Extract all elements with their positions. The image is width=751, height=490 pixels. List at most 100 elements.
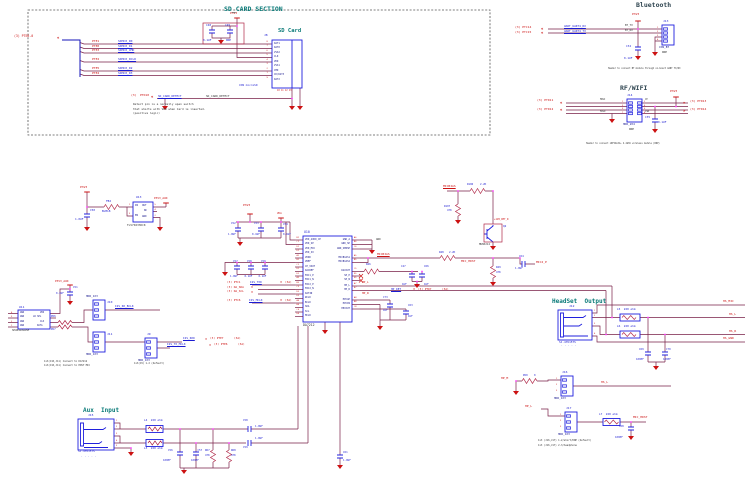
- reg-p3v3: P3V3: [80, 185, 88, 189]
- rf-pin-num: 6: [644, 108, 646, 110]
- l5-label: L5 220 ohm: [617, 307, 636, 311]
- junction-dot: [611, 316, 613, 319]
- sd-c49-val: DNP: [226, 37, 232, 42]
- header-j16-body: [560, 375, 574, 397]
- sd-bus-label: (3) PTE6-0: [14, 34, 34, 38]
- codec-body: [302, 235, 353, 323]
- sd-row-net-5: SDHC0_D2: [118, 66, 133, 70]
- gnd-symbol: [490, 246, 496, 250]
- offpage-chevron: »: [205, 336, 208, 341]
- sd-det-pin: PTD10: [140, 93, 150, 97]
- codec-i2s-txd-net: I2S_TXD: [250, 279, 262, 284]
- codec-left-pin-num: A2: [296, 254, 299, 257]
- junction-dot: [605, 333, 607, 336]
- codec-mclk-net: I2S_MCLK: [249, 297, 263, 302]
- reg-pin-num: 4: [154, 209, 156, 211]
- hpdet-src: (3) PTD7: [418, 286, 432, 291]
- codec-left-pin-name: VDD_MIC: [305, 246, 316, 250]
- sd-conn-pin-num: 3: [266, 63, 268, 66]
- codec-left-pin-num: C3: [296, 286, 299, 289]
- rf-src-l1: (3) PTD11: [537, 97, 554, 102]
- sd-bus: [62, 39, 81, 77]
- j16-ref: J16: [562, 370, 568, 374]
- codec-c52-ref: C52: [231, 222, 236, 225]
- sd-row-pin-2: PTE0: [92, 43, 100, 48]
- codec-right-pin-num: C8: [354, 305, 357, 308]
- rf-c35-val: 0.1UF: [658, 120, 667, 124]
- gnd-symbol: [67, 301, 73, 305]
- j11-type: HDR_1X3: [86, 351, 98, 356]
- header-j11-body: [92, 331, 106, 353]
- mic-c51-ref: C51: [73, 286, 78, 289]
- c59-val: 1.0UF: [255, 437, 263, 440]
- ground-symbols-layer: [67, 40, 659, 474]
- reg-part: TLV70233DCK: [127, 222, 146, 227]
- junction-dot: [457, 190, 459, 192]
- codec-michdst-net: MIC_HDST: [461, 258, 476, 263]
- header-pin-square: [628, 104, 633, 109]
- l3-label: L3 220 ohm: [144, 446, 163, 450]
- c58-ref: C58: [243, 419, 248, 422]
- header-pin-square: [663, 39, 668, 43]
- junction-dot: [515, 380, 517, 382]
- rf-note: Header to connect nRF24L01+ 2.4GHz wirel…: [586, 142, 660, 145]
- junction-dot: [249, 221, 251, 223]
- power-flags-layer: [67, 17, 679, 286]
- wires-layer: [8, 18, 745, 470]
- codec-right-pin-num: B6: [354, 241, 357, 244]
- r106-val: 2.2K: [480, 183, 487, 186]
- offpage-chevron: «: [57, 35, 60, 40]
- bt-net-rx: UART_UART4_RX: [564, 24, 586, 28]
- i2s-rxd-src: (3) PTE7: [210, 336, 224, 340]
- mic-part: SPU0410LR5H: [12, 329, 30, 332]
- codec-r49-ref: R49: [496, 266, 501, 269]
- codec-c54-ref: C54: [283, 223, 288, 226]
- c47-ref: C47: [401, 264, 406, 268]
- c63-val: 1UF: [408, 314, 413, 318]
- mems-mic-body: [17, 309, 51, 330]
- aux-jack-part: SJ-43515TS: [78, 449, 95, 453]
- sd-c48-val: 0.1UF: [203, 37, 212, 42]
- sd-row-net-1: SDHC0_D0: [118, 39, 133, 43]
- hpdet-net: HP_DET: [391, 286, 402, 291]
- codec-right-pin-name: SP_P: [344, 273, 350, 277]
- dnp-cap-group-box: [202, 22, 245, 45]
- hs-jack-dots: . . . . .: [561, 343, 577, 347]
- r68-ref: R68: [231, 449, 236, 452]
- codec-left-pin-num: C4: [296, 308, 299, 311]
- hs-jack-part: SJ-43515TS: [559, 339, 576, 344]
- j17-pin-num: 3: [560, 426, 562, 428]
- offpage-chevron: »: [209, 342, 212, 347]
- header-j17-body: [564, 411, 578, 433]
- codec-mclk-sheet: (3A): [285, 297, 292, 302]
- codec-left-pin-num: A4: [296, 299, 299, 302]
- mic-stub-num: 1: [11, 325, 13, 327]
- junction-dot: [630, 421, 632, 423]
- bt-pin-num: 3: [657, 35, 659, 37]
- mic-stub-num: 3: [11, 316, 13, 318]
- bt-pin-num: 1: [657, 27, 659, 29]
- bt-c34-val: 0.1UF: [624, 56, 633, 60]
- codec-scl-src: (3) DA_SCL: [227, 289, 244, 293]
- sd-conn-pin-num: 7: [266, 45, 268, 48]
- i2s-rxd-sheet: (3A): [234, 336, 241, 340]
- hs-title: HeadSet Output: [552, 297, 607, 305]
- l4-label: L4 220 ohm: [144, 418, 163, 422]
- codec-c57-val: 1.0UF: [230, 274, 238, 278]
- junction-dot: [291, 97, 293, 100]
- gnd-symbol: [222, 272, 228, 276]
- sd-note-3: (positive logic): [133, 111, 160, 115]
- bt-tx-label: BT_TX: [625, 24, 633, 27]
- codec-left-pin-name: SCL: [305, 309, 310, 313]
- codec-r48-ref: R48: [439, 251, 444, 254]
- c68-ref: C68: [619, 424, 624, 428]
- codec-c58-ref: C58: [247, 259, 252, 263]
- headset-jack-glyph: [560, 312, 588, 338]
- header-pin-square: [628, 108, 633, 112]
- rf-hdr-type: HDR_2X4: [623, 122, 635, 126]
- codec-c53-val: 0.1UF: [252, 232, 260, 236]
- gnd-symbol: [157, 227, 163, 231]
- gnd-symbol: [414, 284, 420, 288]
- codec-right-pin-num: E5: [354, 277, 357, 280]
